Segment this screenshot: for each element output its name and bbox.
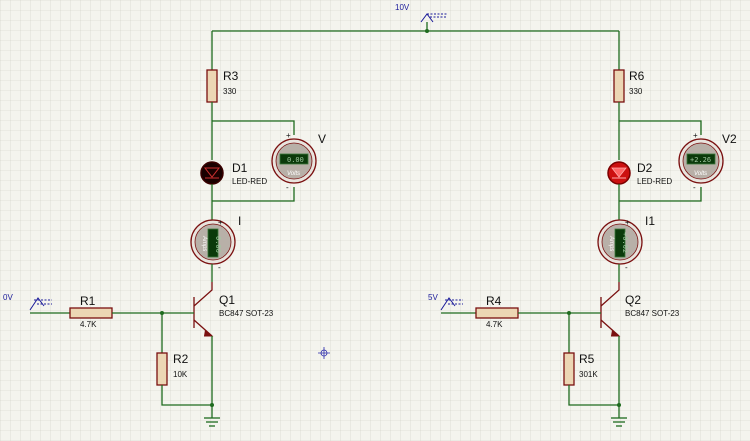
ammeter-i-unit: Amps bbox=[201, 235, 207, 251]
q1-ref: Q1 bbox=[219, 293, 235, 307]
r4-ref: R4 bbox=[486, 294, 502, 308]
voltmeter-v2[interactable]: +2.26 Volts + - V2 bbox=[678, 131, 737, 192]
r1-ref: R1 bbox=[80, 294, 96, 308]
input-terminal-left[interactable]: 0V bbox=[3, 293, 52, 311]
voltmeter-v2-plus: + bbox=[693, 131, 698, 140]
input-terminal-right[interactable]: 5V bbox=[428, 293, 463, 311]
voltmeter-v2-ref: V2 bbox=[722, 132, 737, 146]
r6-value: 330 bbox=[629, 87, 643, 96]
r5-ref: R5 bbox=[579, 352, 595, 366]
ammeter-i-plus: + bbox=[218, 218, 223, 227]
voltmeter-v-ref: V bbox=[318, 132, 326, 146]
voltmeter-v-minus: - bbox=[286, 183, 289, 192]
supply-label: 10V bbox=[395, 3, 410, 12]
voltmeter-v-unit: Volts bbox=[287, 171, 300, 177]
ammeter-i1-unit: Amps bbox=[608, 235, 614, 251]
d1-model: LED-RED bbox=[232, 177, 267, 186]
d2-model: LED-RED bbox=[637, 177, 672, 186]
ground-left bbox=[204, 417, 220, 427]
ammeter-i-minus: - bbox=[218, 263, 221, 272]
voltmeter-v2-reading: +2.26 bbox=[690, 156, 711, 164]
transistor-q2[interactable]: Q2 BC847 SOT-23 bbox=[600, 282, 680, 337]
r2-value: 10K bbox=[173, 370, 188, 379]
q1-model: BC847 SOT-23 bbox=[219, 309, 274, 318]
r1-value: 4.7K bbox=[80, 320, 97, 329]
r2-ref: R2 bbox=[173, 352, 189, 366]
ammeter-i1-ref: I1 bbox=[645, 214, 655, 228]
r6-ref: R6 bbox=[629, 69, 645, 83]
ammeter-i[interactable]: 0.00 Amps + - I bbox=[190, 214, 241, 272]
led-d1[interactable]: D1 LED-RED bbox=[200, 161, 267, 186]
ammeter-i1[interactable]: +0.02 Amps + - I1 bbox=[597, 214, 655, 272]
voltmeter-v-plus: + bbox=[286, 131, 291, 140]
ammeter-i1-reading: +0.02 bbox=[621, 232, 629, 253]
input-left-label: 0V bbox=[3, 293, 13, 302]
resistor-r3[interactable]: R3 330 bbox=[206, 69, 239, 103]
r3-ref: R3 bbox=[223, 69, 239, 83]
voltmeter-v[interactable]: 0.00 Volts + - V bbox=[271, 131, 326, 192]
voltmeter-v-reading: 0.00 bbox=[287, 156, 304, 164]
r4-value: 4.7K bbox=[486, 320, 503, 329]
ammeter-i1-plus: + bbox=[625, 218, 630, 227]
supply-terminal[interactable]: 10V bbox=[395, 3, 447, 23]
input-right-label: 5V bbox=[428, 293, 438, 302]
origin-marker-icon bbox=[318, 347, 330, 359]
q2-model: BC847 SOT-23 bbox=[625, 309, 680, 318]
r5-value: 301K bbox=[579, 370, 598, 379]
ground-right bbox=[611, 417, 627, 427]
supply-rail bbox=[211, 22, 620, 70]
led-d2[interactable]: D2 LED-RED bbox=[607, 161, 672, 186]
voltmeter-v2-minus: - bbox=[693, 183, 696, 192]
voltmeter-v2-unit: Volts bbox=[694, 171, 707, 177]
ammeter-i-reading: 0.00 bbox=[214, 236, 222, 253]
ammeter-i-ref: I bbox=[238, 214, 241, 228]
d1-ref: D1 bbox=[232, 161, 248, 175]
r3-value: 330 bbox=[223, 87, 237, 96]
q2-ref: Q2 bbox=[625, 293, 641, 307]
ammeter-i1-minus: - bbox=[625, 263, 628, 272]
d2-ref: D2 bbox=[637, 161, 653, 175]
transistor-q1[interactable]: Q1 BC847 SOT-23 bbox=[193, 282, 274, 337]
